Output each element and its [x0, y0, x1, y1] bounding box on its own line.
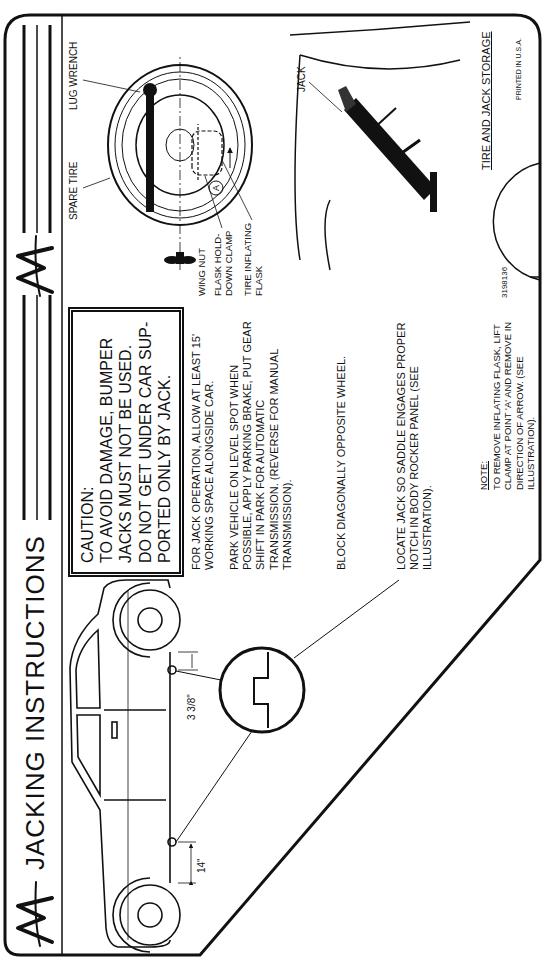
dimension: 14"	[196, 858, 208, 873]
title: JACKING INSTRUCTIONS	[20, 535, 51, 870]
band-rule	[61, 15, 63, 955]
part-number: 3198136	[500, 267, 510, 298]
car-side-view	[70, 580, 399, 952]
note-text: TO REMOVE INFLATING FLASK, LIFT CLAMP AT…	[491, 315, 537, 490]
wing-nut	[164, 252, 196, 264]
print-note: PRINTED IN U.S.A.	[515, 38, 523, 100]
instruction: PARK VEHICLE ON LEVEL SPOT WHEN POSSIBLE…	[228, 315, 294, 570]
instruction: FOR JACK OPERATION, ALLOW AT LEAST 15' W…	[190, 315, 216, 570]
section-caption: TIRE AND JACK STORAGE	[480, 31, 493, 170]
caution-body: TO AVOID DAMAGE, BUMPER JACKS MUST NOT B…	[97, 321, 174, 563]
part-name: LUG WRENCH	[68, 42, 80, 110]
part-name: SPARE TIRE	[68, 161, 80, 220]
note-heading: NOTE:	[478, 461, 489, 490]
leader-lines	[83, 80, 342, 228]
caution-box: CAUTION:TO AVOID DAMAGE, BUMPER JACKS MU…	[68, 307, 184, 577]
caution-heading: CAUTION:	[78, 321, 97, 563]
decal-outline	[5, 15, 540, 955]
part-name: TIRE INFLATING FLASK	[242, 204, 265, 296]
point-letter: A	[210, 181, 222, 195]
lug-wrench	[143, 83, 157, 212]
part-name: JACK	[296, 66, 308, 92]
logo-mark	[18, 236, 52, 946]
trunk-outline	[290, 22, 540, 280]
dimension: 3 3/8"	[186, 694, 198, 720]
instruction: LOCATE JACK SO SADDLE ENGAGES PROPER NOT…	[395, 315, 435, 570]
jack	[338, 86, 437, 212]
part-name: WING NUT	[196, 248, 207, 296]
part-name: FLASK HOLD- DOWN CLAMP	[212, 228, 235, 296]
instruction: BLOCK DIAGONALLY OPPOSITE WHEEL.	[335, 315, 348, 570]
